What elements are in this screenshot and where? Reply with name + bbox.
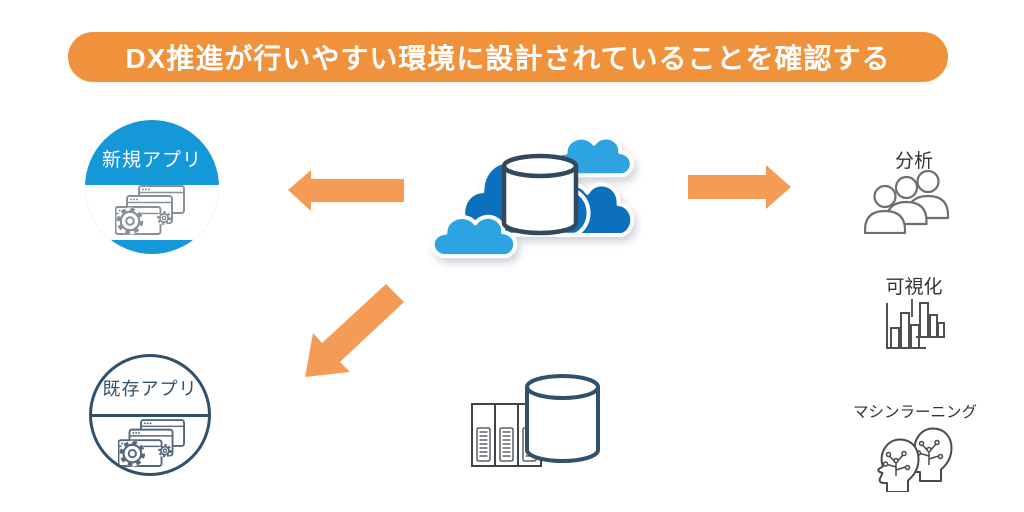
node-existing-apps-label: 既存アプリ [102,379,198,399]
database-cylinder [501,153,579,236]
bar-chart-icon [886,299,945,349]
label-visualization: 可視化 [885,277,943,298]
title-banner-text: DX推進が行いやすい環境に設計されていることを確認する [125,43,891,74]
gear-big-icon [119,440,146,467]
gear-small-icon [158,444,172,458]
arrow-down-left-icon [305,284,404,377]
arrow-left-icon [288,170,404,211]
node-new-apps-label: 新規アプリ [101,150,202,171]
app-windows-gear-icon [115,185,185,235]
arrow-right-icon [688,165,791,209]
database-cylinder [525,374,600,463]
node-existing-apps: 既存アプリ [89,354,211,476]
people-group-icon [864,170,950,234]
label-analysis: 分析 [894,151,933,172]
gear-big-icon [116,207,144,235]
cloud-database-icon [424,120,646,262]
app-windows-gear-icon [118,419,185,467]
server-database-icon [471,374,600,467]
person-front [864,184,907,234]
label-machine-learning: マシンラーニング [852,404,977,421]
gear-small-icon [157,211,172,226]
title-banner: DX推進が行いやすい環境に設計されていることを確認する [68,32,948,82]
node-existing-apps-divider [92,414,208,417]
node-new-apps: 新規アプリ [85,120,219,254]
head-front [877,438,920,492]
machine-learning-heads-icon [877,427,953,492]
cloud-light-bottom-left [433,217,516,256]
